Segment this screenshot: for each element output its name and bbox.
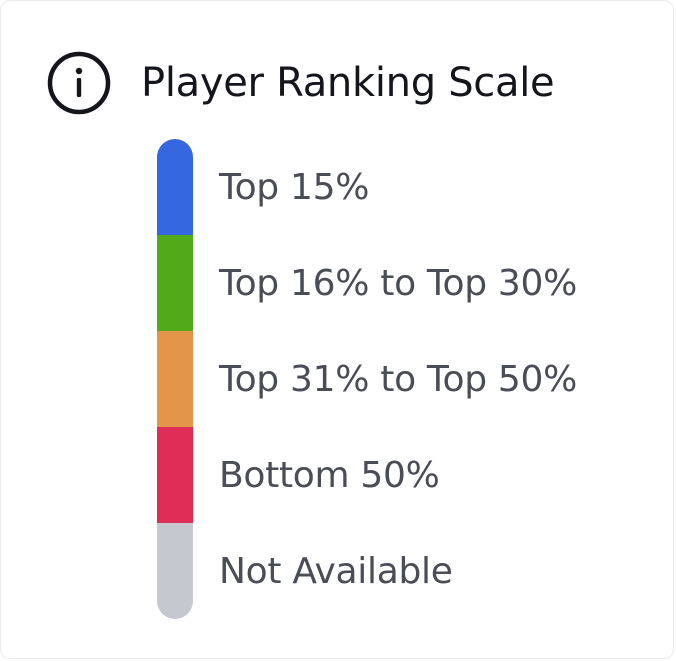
legend-item-bottom-50: Bottom 50% xyxy=(157,427,577,523)
card-header: Player Ranking Scale xyxy=(47,48,555,118)
legend-label: Bottom 50% xyxy=(219,454,440,496)
legend-item-top-16-30: Top 16% to Top 30% xyxy=(157,235,577,331)
legend-swatch-gray xyxy=(157,523,193,619)
card-title: Player Ranking Scale xyxy=(141,60,555,106)
legend-item-not-available: Not Available xyxy=(157,523,577,619)
legend-swatch-green xyxy=(157,235,193,331)
legend-label: Top 15% xyxy=(219,166,370,208)
info-icon[interactable] xyxy=(47,51,111,115)
legend-swatch-red xyxy=(157,427,193,523)
ranking-scale-legend: Top 15% Top 16% to Top 30% Top 31% to To… xyxy=(157,139,577,619)
legend-swatch-blue xyxy=(157,139,193,235)
legend-swatch-orange xyxy=(157,331,193,427)
legend-label: Top 31% to Top 50% xyxy=(219,358,578,400)
legend-item-top-15: Top 15% xyxy=(157,139,577,235)
legend-label: Not Available xyxy=(219,550,453,592)
legend-label: Top 16% to Top 30% xyxy=(219,262,578,304)
legend-item-top-31-50: Top 31% to Top 50% xyxy=(157,331,577,427)
